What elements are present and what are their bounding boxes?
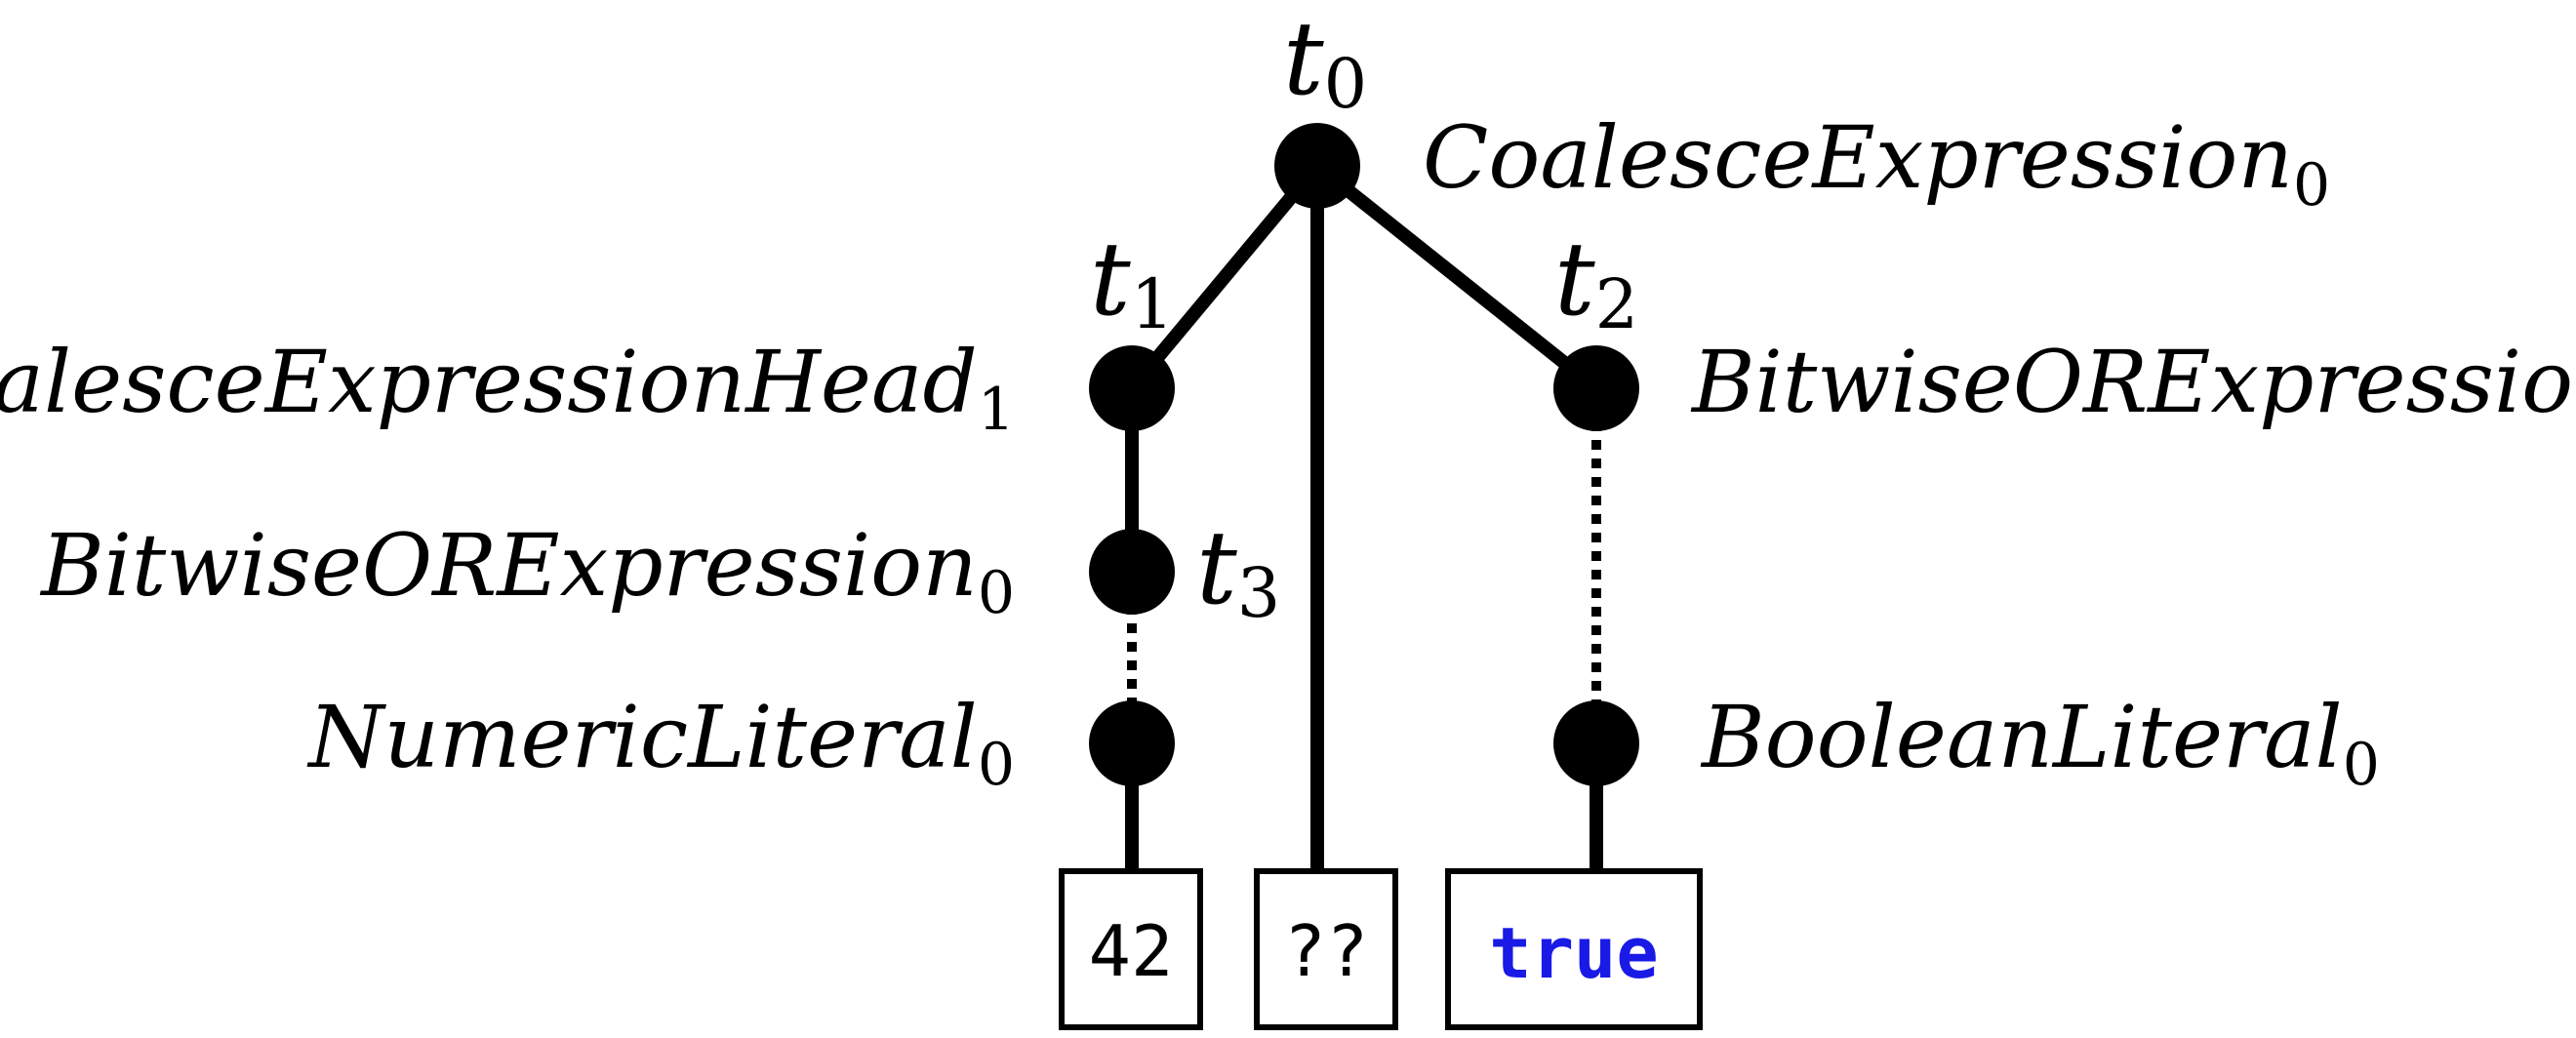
node-bor-right [1553,345,1639,431]
label-bor-right: BitwiseORExpression0 [1690,332,2576,444]
leaf-token-operator: ?? [1284,910,1369,992]
label-boolean: BooleanLiteral0 [1700,687,2380,799]
leaf-box-operator [1254,868,1398,1030]
label-bor-left: BitwiseORExpression0 [39,515,1015,627]
tag-t0: t0 [1283,0,1367,124]
leaf-box-42 [1059,868,1203,1030]
tag-t2: t2 [1554,220,1638,344]
leaf-token-42: 42 [1089,910,1174,992]
node-bor-left [1089,529,1175,615]
tag-t3: t3 [1196,508,1280,633]
leaf-box-true [1445,868,1703,1030]
node-numeric [1089,700,1175,786]
leaf-token-true: true [1489,912,1658,994]
node-boolean [1553,700,1639,786]
label-root: CoalesceExpression0 [1423,107,2330,220]
node-root [1274,123,1360,209]
node-head [1089,345,1175,431]
edge-root-bor-right [1312,160,1601,394]
tag-t1: t1 [1090,220,1174,344]
edge-root-head [1126,161,1323,393]
label-head: CoalesceExpressionHead1 [0,332,1015,444]
label-numeric: NumericLiteral0 [306,687,1015,799]
